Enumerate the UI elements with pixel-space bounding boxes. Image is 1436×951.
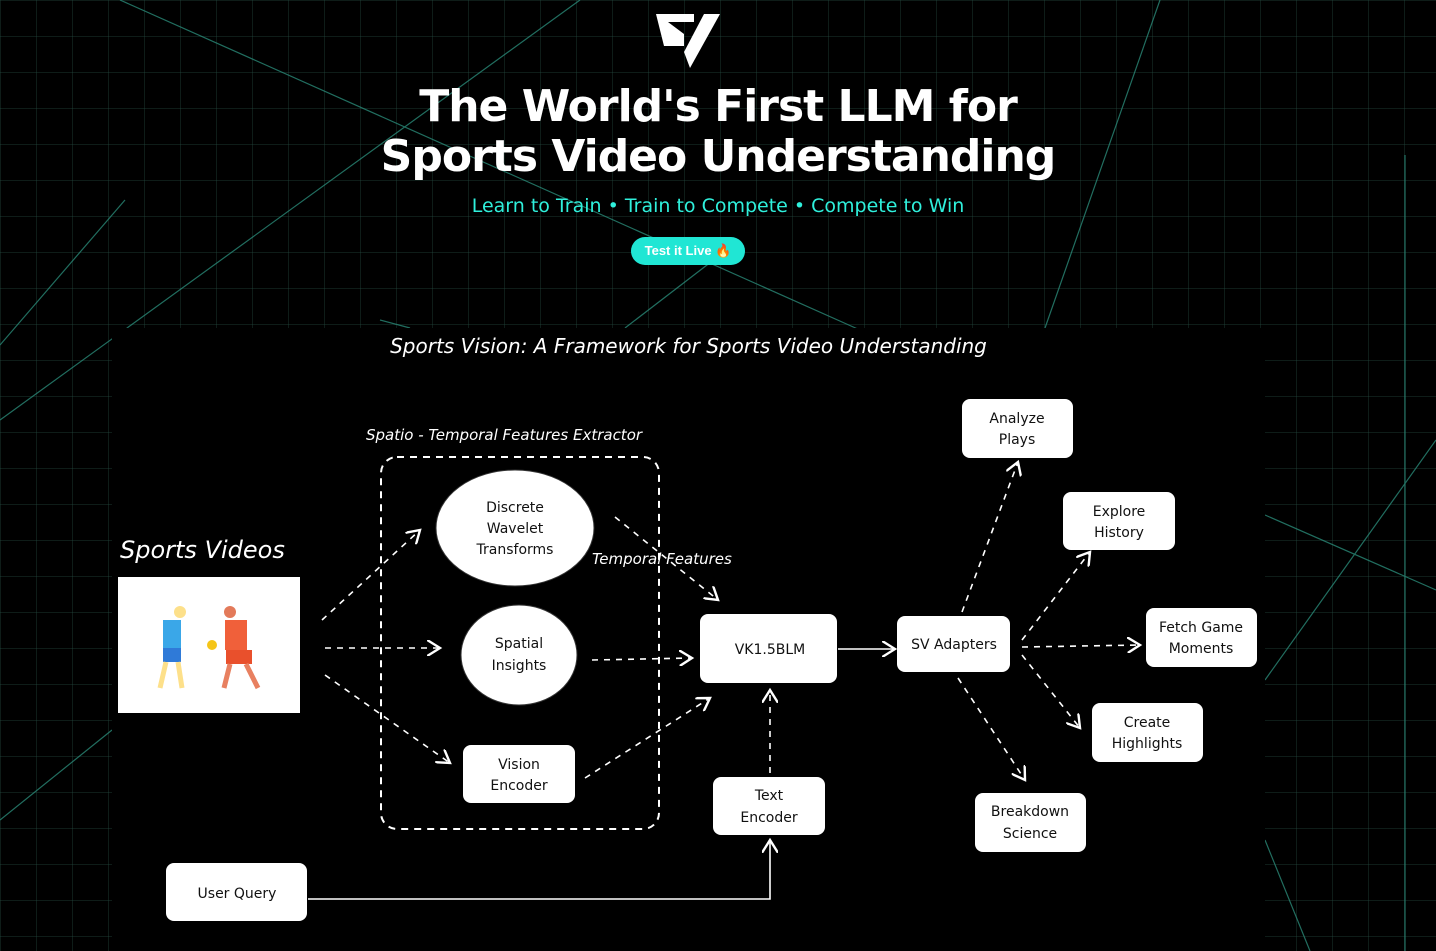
svg-text:Discrete: Discrete bbox=[486, 500, 544, 516]
title-line-1: The World's First LLM for bbox=[419, 81, 1018, 132]
svg-text:Encoder: Encoder bbox=[490, 778, 547, 794]
svg-text:History: History bbox=[1094, 525, 1144, 541]
extractor-box bbox=[380, 456, 660, 830]
test-it-live-button[interactable]: Test it Live 🔥 bbox=[631, 237, 745, 265]
temporal-features-label: Temporal Features bbox=[592, 550, 732, 568]
tagline: Learn to Train • Train to Compete • Comp… bbox=[471, 195, 965, 217]
extractor-label: Spatio - Temporal Features Extractor bbox=[366, 426, 643, 444]
svg-text:Transforms: Transforms bbox=[476, 542, 554, 558]
node-sv-adapters[interactable]: SV Adapters bbox=[897, 616, 1010, 672]
svg-text:Fetch Game: Fetch Game bbox=[1159, 620, 1243, 636]
basketball-players-image bbox=[157, 606, 261, 690]
svg-text:Vision: Vision bbox=[498, 757, 540, 773]
svg-text:Moments: Moments bbox=[1169, 641, 1234, 657]
node-vk15blm[interactable]: VK1.5BLM bbox=[700, 614, 837, 683]
logo-icon bbox=[656, 14, 720, 68]
svg-text:Analyze: Analyze bbox=[989, 411, 1044, 427]
diagram-title: Sports Vision: A Framework for Sports Vi… bbox=[390, 334, 987, 358]
svg-text:Science: Science bbox=[1003, 826, 1057, 842]
svg-text:SV Adapters: SV Adapters bbox=[911, 637, 997, 653]
svg-text:Create: Create bbox=[1124, 715, 1171, 731]
svg-text:Plays: Plays bbox=[999, 432, 1036, 448]
title-line-2: Sports Video Understanding bbox=[380, 131, 1057, 182]
svg-text:Spatial: Spatial bbox=[495, 636, 543, 652]
svg-text:Text: Text bbox=[754, 788, 784, 804]
svg-text:Encoder: Encoder bbox=[740, 810, 797, 826]
svg-text:Wavelet: Wavelet bbox=[487, 521, 544, 537]
svg-text:User Query: User Query bbox=[198, 886, 277, 902]
node-user-query[interactable]: User Query bbox=[166, 863, 307, 921]
svg-text:Insights: Insights bbox=[492, 658, 547, 674]
svg-text:Highlights: Highlights bbox=[1112, 736, 1183, 752]
svg-text:Breakdown: Breakdown bbox=[991, 804, 1069, 820]
svg-text:VK1.5BLM: VK1.5BLM bbox=[735, 642, 806, 658]
sports-videos-label: Sports Videos bbox=[120, 536, 285, 564]
svg-text:Explore: Explore bbox=[1093, 504, 1146, 520]
